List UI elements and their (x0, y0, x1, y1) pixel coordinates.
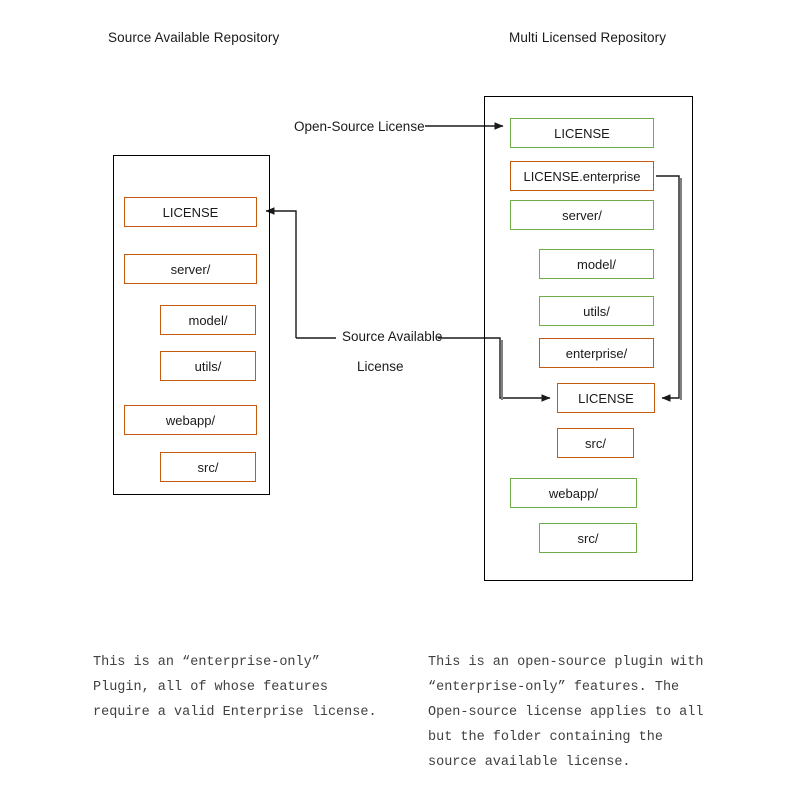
connector-label-open-source-license: Open-Source License (294, 119, 425, 134)
left-repo-item-server: server/ (124, 254, 257, 284)
left-repo-item-src: src/ (160, 452, 256, 482)
left-repo-caption: This is an “enterprise-only” Plugin, all… (93, 655, 377, 720)
right-repo-item-license: LICENSE (510, 118, 654, 148)
left-repo-item-webapp: webapp/ (124, 405, 257, 435)
right-repo-container (484, 96, 693, 581)
right-repo-item-model: model/ (539, 249, 654, 279)
left-repo-item-utils: utils/ (160, 351, 256, 381)
left-repo-item-model: model/ (160, 305, 256, 335)
right-repo-item-webapp: webapp/ (510, 478, 637, 508)
right-repo-item-utils: utils/ (539, 296, 654, 326)
connector-label-source-available-line1: Source Available (342, 329, 443, 344)
right-repo-caption: This is an open-source plugin with “ente… (428, 655, 704, 770)
right-repo-item-src: src/ (539, 523, 637, 553)
connector-license-enterprise (656, 175, 682, 402)
connector-source-available-left (265, 207, 336, 339)
right-repo-item-server: server/ (510, 200, 654, 230)
connector-label-source-available-line2: License (357, 359, 404, 374)
left-repo-item-license: LICENSE (124, 197, 257, 227)
right-repo-item-enterprise: enterprise/ (539, 338, 654, 368)
connector-source-available-right (438, 337, 551, 402)
left-repo-title: Source Available Repository (108, 30, 280, 45)
right-repo-item-license-enterprise: LICENSE.enterprise (510, 161, 654, 191)
left-repo-container (113, 155, 270, 495)
right-repo-item-src: src/ (557, 428, 634, 458)
right-repo-title: Multi Licensed Repository (509, 30, 667, 45)
right-repo-item-license: LICENSE (557, 383, 655, 413)
